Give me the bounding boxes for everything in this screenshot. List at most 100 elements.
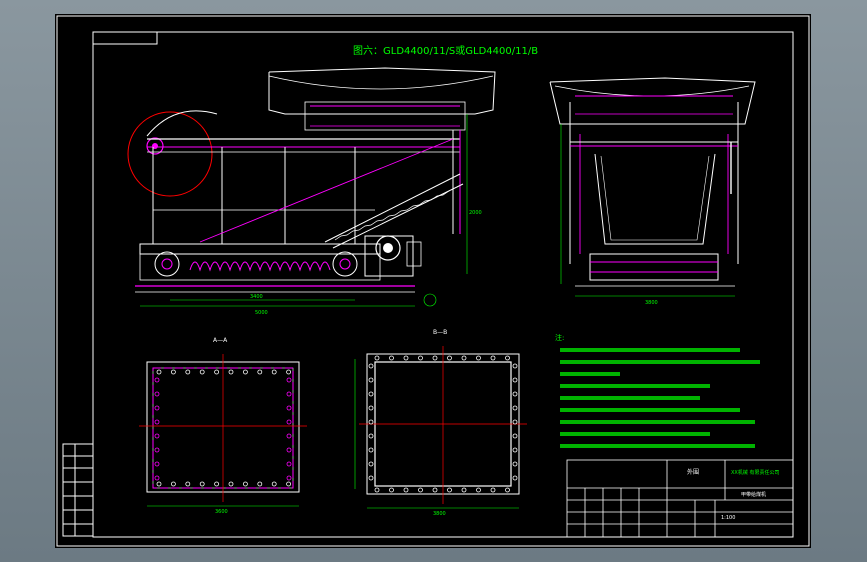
bolt-hole [490, 487, 496, 493]
section-a-a-label: A—A [213, 337, 228, 344]
bolt-hole [214, 481, 220, 487]
dim-bottom-sub: 3400 [250, 294, 263, 300]
bolt-hole [389, 487, 394, 493]
left-revision-strip [62, 443, 94, 537]
bolt-hole [171, 369, 176, 375]
bolt-hole [418, 355, 423, 361]
notes-heading: 注: [555, 333, 564, 342]
title-block-scale: 1:100 [721, 515, 735, 521]
bolt-hole [461, 487, 467, 493]
bolt-hole [505, 355, 510, 361]
bolt-hole [432, 355, 438, 361]
bolt-hole [368, 363, 374, 369]
bolt-hole [368, 419, 374, 425]
bolt-hole [505, 487, 510, 493]
bolt-hole [476, 355, 481, 361]
bolt-hole [512, 377, 518, 383]
bolt-hole [286, 481, 292, 487]
section-a-a: A—A 3600 [139, 337, 307, 515]
bolt-hole [154, 377, 160, 383]
side-elevation-view: 5000 3400 2000 [127, 67, 496, 316]
bolt-hole [512, 433, 518, 439]
cad-drawing: 图六：GLD4400/11/S或GLD4400/11/B [56, 15, 810, 547]
dim-bottom-main: 5000 [255, 310, 268, 316]
bolt-hole [286, 475, 292, 481]
title-block-company: XX机械 有限责任公司 [731, 469, 779, 476]
bolt-hole [374, 355, 380, 361]
section-b-b: B—B 3800 [354, 329, 527, 517]
bolt-hole [154, 433, 160, 439]
bolt-hole [154, 475, 160, 481]
drawing-title: 图六：GLD4400/11/S或GLD4400/11/B [353, 45, 538, 57]
bolt-hole [228, 481, 234, 487]
bolt-hole [228, 369, 234, 375]
bolt-hole [368, 377, 374, 383]
bolt-hole [214, 369, 220, 375]
bolt-hole [154, 419, 160, 425]
bolt-hole [512, 447, 518, 453]
bolt-hole [257, 481, 263, 487]
bolt-hole [286, 433, 292, 439]
bolt-hole [447, 487, 452, 493]
bolt-hole [286, 461, 292, 467]
drawing-number-box [92, 31, 158, 45]
bolt-hole [271, 369, 277, 375]
bolt-hole [447, 355, 452, 361]
sheet-outer-border [56, 15, 810, 547]
front-elevation-view: 3800 [549, 77, 756, 306]
bolt-hole [512, 405, 518, 411]
title-block-product: 甲带给煤机 [741, 491, 766, 498]
bolt-hole [512, 475, 518, 481]
bolt-hole [156, 481, 162, 487]
dim-side-height: 2000 [469, 210, 482, 216]
bolt-hole [374, 487, 380, 493]
bolt-hole [286, 391, 292, 397]
bolt-hole [257, 369, 263, 375]
bolt-hole [512, 391, 518, 397]
bolt-hole [368, 433, 374, 439]
bolt-hole [368, 391, 374, 397]
bolt-hole [512, 419, 518, 425]
section-b-b-label: B—B [433, 329, 447, 336]
bolt-hole [286, 369, 292, 375]
bolt-hole [389, 355, 394, 361]
bolt-hole [242, 369, 248, 375]
bolt-hole [171, 481, 176, 487]
bolt-hole [403, 355, 409, 361]
bolt-hole [286, 447, 292, 453]
bolt-hole [403, 487, 409, 493]
bolt-hole [154, 405, 160, 411]
bolt-hole [271, 481, 277, 487]
bolt-hole [368, 405, 374, 411]
title-block [566, 459, 794, 538]
bolt-hole [242, 481, 248, 487]
bolt-hole [461, 355, 467, 361]
dim-aa-width: 3600 [215, 509, 228, 515]
bolt-hole [185, 481, 191, 487]
title-block-outer-label: 外围 [687, 468, 699, 476]
bolt-hole [286, 419, 292, 425]
bolt-hole [286, 377, 292, 383]
bolt-hole [368, 447, 374, 453]
bolt-hole [432, 487, 438, 493]
bolt-hole [512, 461, 518, 467]
dim-bb-width: 3800 [433, 511, 446, 517]
bolt-hole [368, 475, 374, 481]
sheet-inner-border [92, 31, 794, 538]
bolt-hole [490, 355, 496, 361]
bolt-hole [199, 481, 205, 487]
notes-block: 注: [555, 333, 760, 448]
bolt-hole [476, 487, 481, 493]
bolt-hole [154, 461, 160, 467]
drawing-sheet: 图六：GLD4400/11/S或GLD4400/11/B [55, 14, 811, 548]
bolt-hole [156, 369, 162, 375]
bolt-hole [199, 369, 205, 375]
bolt-hole [512, 363, 518, 369]
bolt-hole [418, 487, 423, 493]
bolt-hole [368, 461, 374, 467]
bolt-hole [154, 391, 160, 397]
bolt-hole [185, 369, 191, 375]
bolt-hole [154, 447, 160, 453]
bolt-hole [286, 405, 292, 411]
